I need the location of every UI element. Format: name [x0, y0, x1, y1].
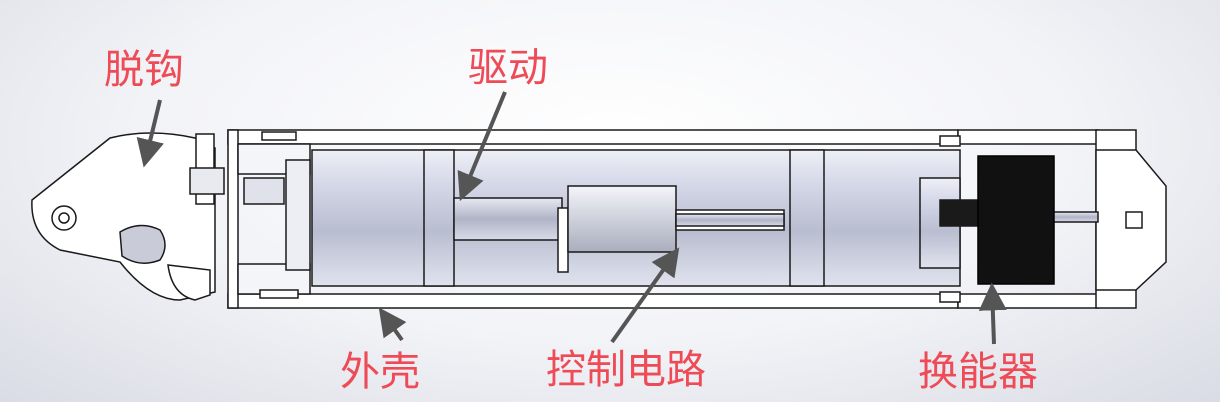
transducer-arrow	[978, 282, 1007, 345]
drive-label: 驱动	[468, 45, 548, 91]
transducer-label: 换能器	[918, 349, 1038, 395]
control-circuit-arrow	[610, 247, 680, 344]
control-circuit-part	[557, 185, 785, 273]
right-end-frame	[939, 129, 1167, 309]
control-circuit-label: 控制电路	[546, 347, 706, 393]
release-hook-arrow	[136, 99, 164, 168]
transducer-part	[977, 155, 1055, 285]
drive-arrow	[457, 91, 507, 202]
release-hook-part	[31, 132, 225, 301]
release-hook-label: 脱钩	[104, 47, 184, 93]
housing-label: 外壳	[340, 349, 420, 395]
drive-rod	[453, 197, 563, 241]
housing-arrow	[378, 307, 407, 342]
